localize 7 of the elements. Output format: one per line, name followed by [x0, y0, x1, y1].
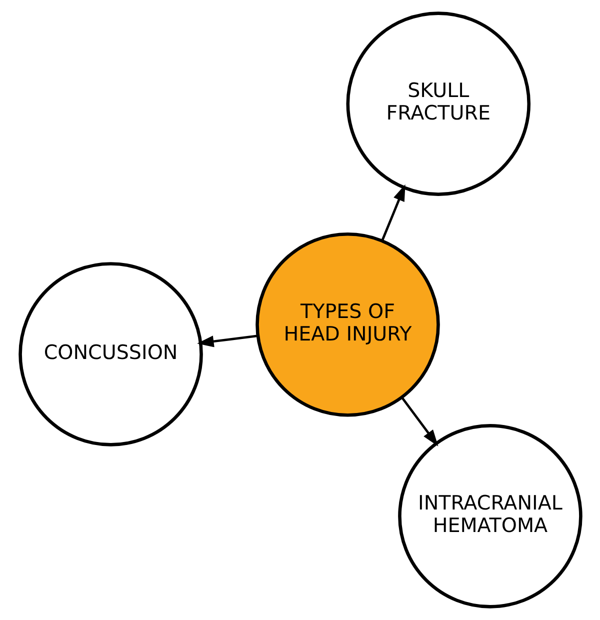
arrow — [400, 396, 438, 446]
node-circle: SKULL FRACTURE — [346, 12, 530, 196]
arrow — [196, 334, 258, 348]
node-circle: INTRACRANIAL HEMATOMA — [398, 424, 582, 608]
node-circle: TYPES OF HEAD INJURY — [255, 232, 440, 417]
arrow — [380, 184, 405, 241]
node-circle: CONCUSSION — [18, 262, 202, 446]
